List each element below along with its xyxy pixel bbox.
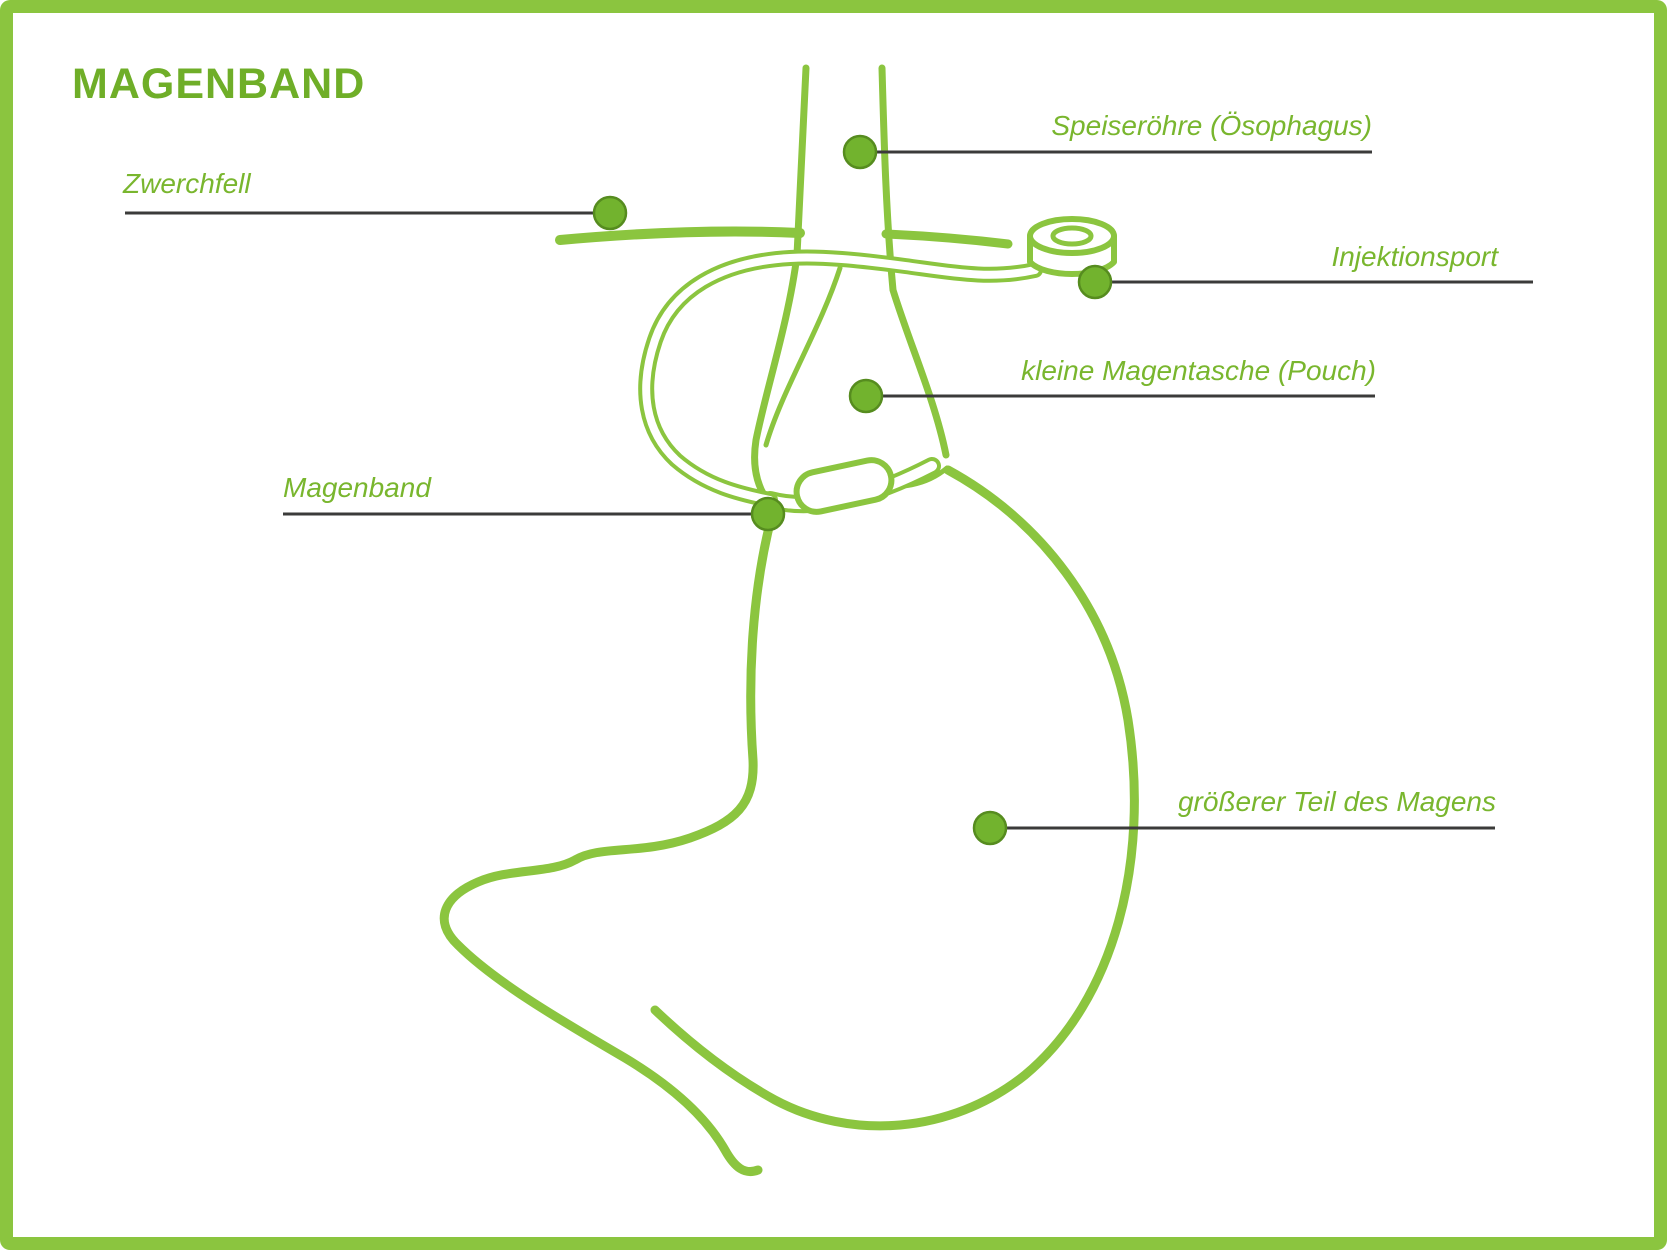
esophagus-right-line	[878, 64, 950, 459]
label-groesserer: größerer Teil des Magens	[1177, 786, 1496, 817]
diaphragm-right	[881, 229, 1013, 249]
callout-dot-speiseroehre	[842, 134, 878, 170]
page-title: MAGENBAND	[72, 60, 366, 108]
label-magenband: Magenband	[283, 472, 431, 503]
label-speiseroehre: Speiseröhre (Ösophagus)	[1051, 110, 1372, 141]
stomach-left-outline	[439, 510, 777, 1177]
pouch-inner-fold	[763, 265, 843, 448]
callout-dot-zwerchfell	[592, 195, 628, 231]
band-buckle	[793, 457, 895, 515]
esophagus-left-line	[751, 64, 810, 509]
callout-dot-injektionsport	[1077, 264, 1113, 300]
callout-dot-pouch	[848, 378, 884, 414]
callout-dot-groesserer	[972, 810, 1008, 846]
port-tube-core	[642, 253, 1039, 504]
stomach-right-outline	[650, 465, 1139, 1131]
diaphragm-left	[555, 226, 805, 245]
callout-dot-magenband	[750, 496, 786, 532]
injection-port-septum	[1050, 225, 1094, 247]
label-zwerchfell: Zwerchfell	[123, 168, 251, 199]
label-pouch: kleine Magentasche (Pouch)	[1021, 355, 1376, 386]
label-injektionsport: Injektionsport	[1331, 241, 1498, 272]
